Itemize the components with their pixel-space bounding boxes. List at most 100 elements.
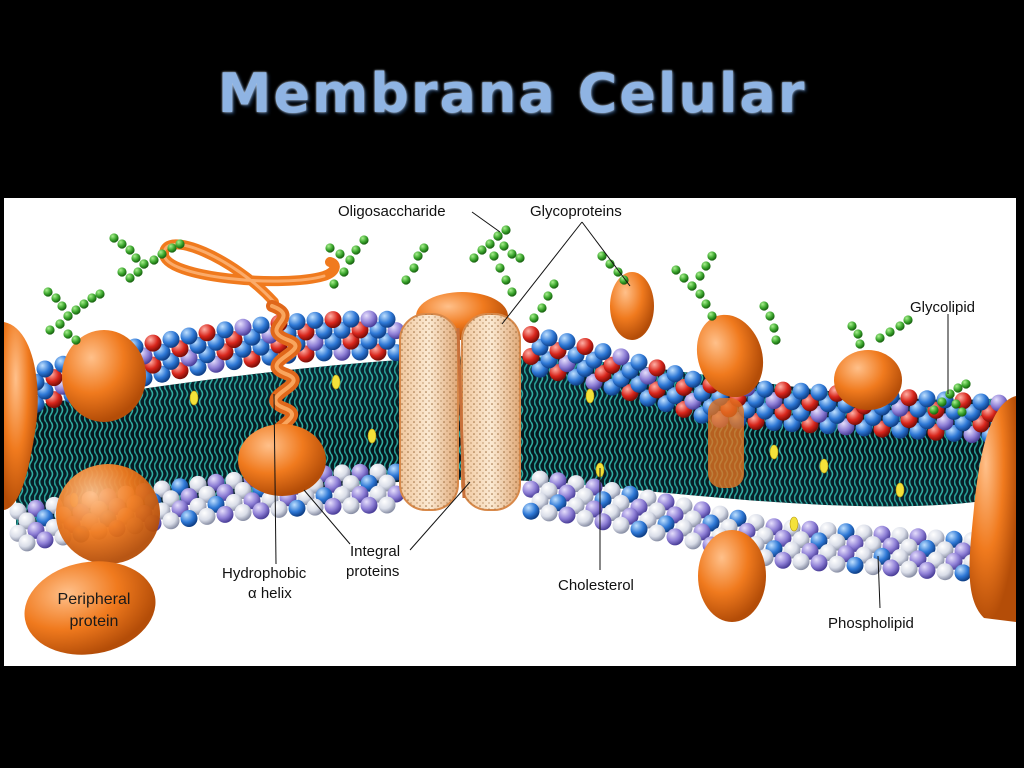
phospholipid-head	[576, 338, 594, 355]
sugar-bead	[157, 249, 167, 259]
sugar-bead	[695, 271, 705, 281]
phospholipid-head	[630, 353, 648, 371]
sugar-bead	[63, 311, 73, 321]
sugar-bead	[707, 311, 717, 321]
phospholipid-head	[252, 502, 270, 520]
sugar-bead	[87, 293, 97, 303]
sugar-bead	[71, 335, 81, 345]
label-cholesterol: Cholesterol	[558, 577, 634, 594]
sugar-bead	[339, 267, 349, 277]
sugar-bead	[55, 319, 65, 329]
sugar-bead	[71, 305, 81, 315]
sugar-bead	[929, 405, 939, 415]
sugar-bead	[133, 267, 143, 277]
phospholipid-head	[324, 311, 342, 329]
phospholipid-head	[360, 310, 378, 328]
phospholipid-head	[216, 505, 234, 523]
sugar-bead	[345, 255, 355, 265]
phospholipid-head	[162, 330, 180, 348]
phospholipid-head	[540, 329, 558, 347]
phospholipid-head	[36, 531, 54, 549]
sugar-bead	[167, 243, 177, 253]
sugar-bead	[679, 273, 689, 283]
sugar-bead	[125, 245, 135, 255]
left-edge-protein	[4, 322, 160, 564]
phospholipid-head	[594, 343, 612, 361]
label-oligosaccharide: Oligosaccharide	[338, 203, 446, 220]
sugar-bead	[335, 249, 345, 259]
phospholipid-head	[954, 564, 972, 582]
label-phospholipid: Phospholipid	[828, 615, 914, 632]
phospholipid-head	[612, 348, 630, 366]
phospholipid-head	[810, 554, 828, 572]
sugar-bead	[125, 273, 135, 283]
sugar-bead	[63, 329, 73, 339]
label-hydrophobic-line2: α helix	[248, 585, 292, 602]
alpha-helix-protein	[158, 239, 340, 496]
sugar-bead	[855, 339, 865, 349]
phospholipid-head	[288, 313, 306, 331]
membrane-diagram: Peripheral protein	[4, 203, 1016, 655]
sugar-bead	[43, 287, 53, 297]
sugar-bead	[695, 289, 705, 299]
sugar-bead	[45, 325, 55, 335]
phospholipid-head	[180, 327, 198, 345]
phospholipid-head	[630, 520, 648, 538]
phospholipid-head	[792, 382, 810, 400]
phospholipid-head	[558, 506, 576, 524]
phospholipid-head	[342, 497, 360, 515]
phospholipid-head	[666, 528, 684, 546]
sugar-bead	[771, 335, 781, 345]
phospholipid-head	[522, 326, 540, 343]
phospholipid-head	[522, 502, 540, 520]
phospholipid-head	[684, 370, 702, 388]
phospholipid-head	[324, 497, 342, 515]
phospholipid-head	[558, 333, 576, 351]
sugar-bead	[501, 275, 511, 285]
phospholipid-head	[360, 496, 378, 514]
sugar-bead	[51, 293, 61, 303]
sugar-bead	[957, 407, 967, 417]
phospholipid-head	[756, 380, 774, 398]
sugar-bead	[671, 265, 681, 275]
sugar-bead	[937, 397, 947, 407]
sugar-bead	[701, 299, 711, 309]
phospholipid-head	[342, 310, 360, 328]
sugar-bead	[549, 279, 559, 289]
oligosaccharide-chains	[43, 225, 971, 417]
phospholipid-head	[306, 498, 324, 516]
phospholipid-head	[612, 516, 630, 534]
sugar-bead	[597, 251, 607, 261]
sugar-bead	[139, 259, 149, 269]
sugar-bead	[495, 263, 505, 273]
sugar-bead	[687, 281, 697, 291]
phospholipid-head	[36, 360, 54, 378]
right-glycoproteins	[610, 272, 902, 622]
phospholipid-head	[792, 553, 810, 571]
phospholipid-head	[900, 389, 918, 407]
peripheral-protein: Peripheral protein	[24, 561, 156, 655]
phospholipid-head	[972, 393, 990, 411]
sugar-bead	[885, 327, 895, 337]
phospholipid-head	[900, 560, 918, 578]
sugar-bead	[501, 225, 511, 235]
phospholipid-head	[774, 381, 792, 399]
sugar-bead	[79, 299, 89, 309]
phospholipid-head	[936, 563, 954, 581]
phospholipid-head	[198, 507, 216, 525]
sugar-bead	[701, 261, 711, 271]
right-edge-protein	[969, 396, 1016, 622]
phospholipid-head	[666, 365, 684, 383]
sugar-bead	[543, 291, 553, 301]
sugar-bead	[537, 303, 547, 313]
phospholipid-head	[684, 532, 702, 550]
sugar-bead	[515, 253, 525, 263]
slide-title: Membrana Celular	[217, 62, 807, 125]
sugar-bead	[419, 243, 429, 253]
phospholipid-head	[144, 334, 162, 352]
phospholipid-head	[270, 500, 288, 518]
sugar-bead	[175, 239, 185, 249]
phospholipid-head	[882, 559, 900, 577]
sugar-bead	[409, 263, 419, 273]
